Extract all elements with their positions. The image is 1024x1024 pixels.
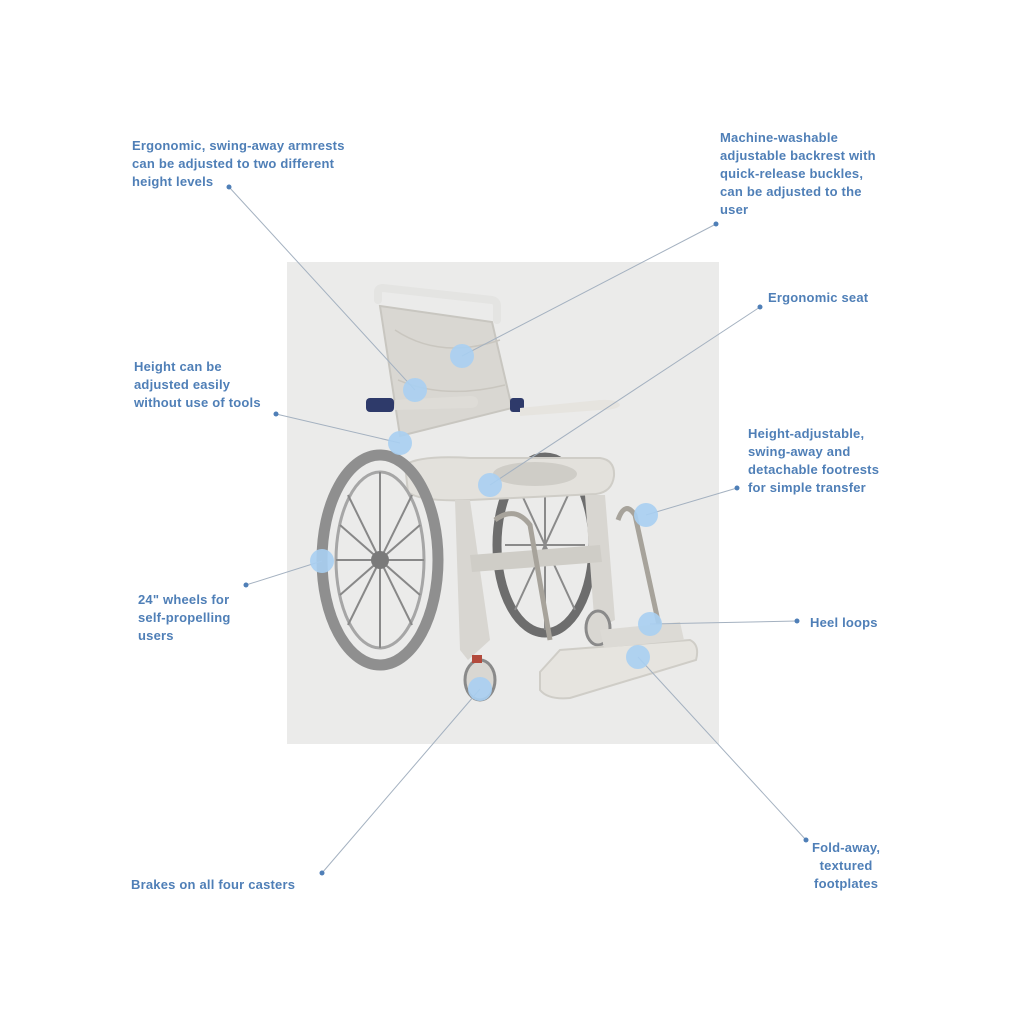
- marker-backrest: [450, 344, 474, 368]
- callout-seat: Ergonomic seat: [768, 290, 869, 305]
- callout-backrest: Machine-washable adjustable backrest wit…: [720, 130, 876, 217]
- feature-markers: [310, 344, 662, 701]
- callout-footrests: Height-adjustable, swing-away and detach…: [748, 426, 880, 495]
- callout-armrests: Ergonomic, swing-away armrests can be ad…: [132, 138, 345, 189]
- callout-heel-loops: Heel loops: [810, 615, 878, 630]
- marker-heel-loops: [638, 612, 662, 636]
- callout-wheels: 24" wheels for self-propelling users: [138, 592, 231, 643]
- rear-wheel-front: [316, 449, 444, 671]
- footplate: [539, 622, 699, 700]
- leader-lines: [228, 186, 807, 874]
- callout-brakes: Brakes on all four casters: [131, 877, 296, 892]
- callout-footplates: Fold-away, textured footplates: [812, 840, 881, 891]
- marker-footrests: [634, 503, 658, 527]
- callout-height: Height can be adjusted easily without us…: [134, 359, 261, 410]
- seat: [403, 456, 616, 502]
- marker-seat: [478, 473, 502, 497]
- marker-height: [388, 431, 412, 455]
- marker-brakes: [468, 677, 492, 701]
- leader-end-dots: [226, 184, 809, 876]
- marker-footplates: [626, 645, 650, 669]
- marker-wheels: [310, 549, 334, 573]
- marker-armrests: [403, 378, 427, 402]
